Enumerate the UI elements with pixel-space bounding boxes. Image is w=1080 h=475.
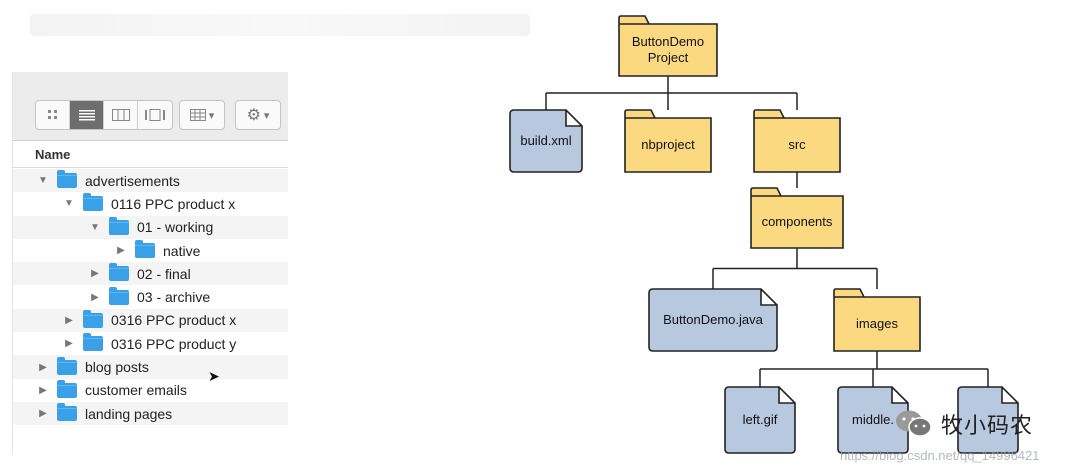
- list-item[interactable]: ▼ 0116 PPC product x: [13, 192, 288, 215]
- node-label: components: [762, 214, 833, 229]
- finder-toolbar: ▾ ⚙ ▾: [13, 72, 288, 141]
- folder-icon: [750, 187, 844, 249]
- file-icon: [724, 386, 796, 454]
- disclosure-collapsed-icon[interactable]: ▶: [39, 384, 47, 396]
- folder-node: nbproject: [624, 109, 712, 173]
- node-label: nbproject: [641, 137, 695, 152]
- folder-icon: [57, 379, 77, 398]
- list-item[interactable]: ▶ native: [13, 239, 288, 262]
- watermark-text: 牧小码农: [941, 413, 1034, 438]
- chevron-down-icon: ▾: [263, 109, 270, 122]
- node-label: ButtonDemo: [632, 34, 704, 49]
- list-item[interactable]: ▶ 0316 PPC product y: [13, 332, 288, 355]
- disclosure-expanded-icon[interactable]: ▼: [38, 175, 48, 187]
- disclosure-collapsed-icon[interactable]: ▶: [91, 291, 99, 303]
- list-item-label: 0316 PPC product x: [111, 312, 237, 329]
- list-item-label: 01 - working: [137, 219, 214, 236]
- folder-icon: [618, 15, 718, 77]
- folder-icon: [57, 403, 77, 422]
- wechat-icon: [896, 410, 932, 437]
- folder-icon: [753, 109, 841, 173]
- node-label: Project: [648, 50, 689, 65]
- disclosure-expanded-icon[interactable]: ▼: [64, 198, 74, 210]
- disclosure-collapsed-icon[interactable]: ▶: [65, 314, 73, 326]
- file-icon: [837, 386, 909, 454]
- list-item[interactable]: ▶ blog posts: [13, 355, 288, 379]
- list-item-label: 02 - final: [137, 265, 191, 282]
- node-label: build.xml: [520, 133, 571, 148]
- list-item[interactable]: ▶ landing pages: [13, 401, 288, 426]
- folder-icon: [83, 333, 103, 352]
- folder-node: components: [750, 187, 844, 249]
- list-view-icon[interactable]: [70, 101, 104, 129]
- gear-icon: ⚙ ▾: [246, 107, 270, 124]
- folder-icon: [109, 216, 129, 235]
- list-item-label: 0116 PPC product x: [111, 195, 236, 212]
- watermark: 牧小码农: [895, 408, 1033, 440]
- folder-node: src: [753, 109, 841, 173]
- disclosure-collapsed-icon[interactable]: ▶: [39, 361, 47, 373]
- disclosure-collapsed-icon[interactable]: ▶: [65, 338, 73, 350]
- file-node: ButtonDemo.java: [648, 288, 778, 352]
- folder-icon: [83, 309, 103, 328]
- file-node: build.xml: [509, 109, 583, 173]
- folder-icon: [57, 170, 77, 189]
- group-by-button[interactable]: ▾: [179, 100, 225, 130]
- node-label: ButtonDemo.java: [663, 312, 763, 327]
- list-item[interactable]: ▼ advertisements: [13, 169, 288, 193]
- node-label: src: [788, 137, 806, 152]
- node-label: images: [856, 316, 898, 331]
- file-node: left.gif: [724, 386, 796, 454]
- list-item-label: landing pages: [85, 405, 173, 422]
- list-item-label: advertisements: [85, 172, 180, 189]
- blurred-caption: [30, 14, 530, 36]
- view-mode-group: [35, 100, 173, 130]
- disclosure-collapsed-icon[interactable]: ▶: [91, 268, 99, 280]
- list-item[interactable]: ▶ 03 - archive: [13, 285, 288, 308]
- list-item-label: customer emails: [85, 382, 187, 399]
- list-item[interactable]: ▶ 02 - final: [13, 262, 288, 286]
- gallery-view-icon[interactable]: [138, 101, 172, 129]
- column-header-label: Name: [35, 147, 71, 162]
- chevron-down-icon: ▾: [208, 109, 215, 122]
- folder-node: images: [833, 288, 921, 352]
- watermark-url: https://blog.csdn.net/qq_14996421: [840, 448, 1040, 463]
- list-item[interactable]: ▶ 0316 PPC product x: [13, 308, 288, 333]
- group-by-icon: ▾: [180, 101, 224, 129]
- list-item-label: 03 - archive: [137, 289, 211, 306]
- folder-icon: [833, 288, 921, 352]
- disclosure-collapsed-icon[interactable]: ▶: [39, 408, 47, 420]
- folder-icon: [83, 193, 103, 212]
- file-list: ▼ advertisements ▼ 0116 PPC product x ▼ 01 - …: [13, 169, 288, 426]
- folder-icon: [109, 263, 129, 282]
- finder-window: ▾ ⚙ ▾ Name ▼ advertisements ▼ 0116 PPC prod…: [12, 72, 288, 455]
- folder-icon: [109, 286, 129, 305]
- column-view-icon[interactable]: [104, 101, 138, 129]
- list-item[interactable]: ▶ customer emails: [13, 379, 288, 402]
- file-icon: [957, 386, 1019, 454]
- node-label: middle.: [852, 412, 894, 427]
- list-item-label: native: [163, 242, 201, 259]
- list-item-label: blog posts: [85, 359, 149, 376]
- disclosure-collapsed-icon[interactable]: ▶: [117, 245, 125, 257]
- name-column-header[interactable]: Name: [13, 141, 288, 168]
- file-icon: [509, 109, 583, 173]
- node-label: left.gif: [743, 412, 778, 427]
- action-button[interactable]: ⚙ ▾: [235, 100, 281, 130]
- list-item-label: 0316 PPC product y: [111, 335, 237, 352]
- folder-icon: [57, 356, 77, 375]
- disclosure-expanded-icon[interactable]: ▼: [90, 221, 100, 233]
- list-item[interactable]: ▼ 01 - working: [13, 215, 288, 239]
- mouse-cursor-icon: ➤: [208, 368, 220, 384]
- folder-icon: [135, 240, 155, 259]
- file-node: middle.: [837, 386, 909, 454]
- icon-view-icon[interactable]: [36, 101, 70, 129]
- folder-icon: [624, 109, 712, 173]
- file-icon: [648, 288, 778, 352]
- file-node: [957, 386, 1019, 454]
